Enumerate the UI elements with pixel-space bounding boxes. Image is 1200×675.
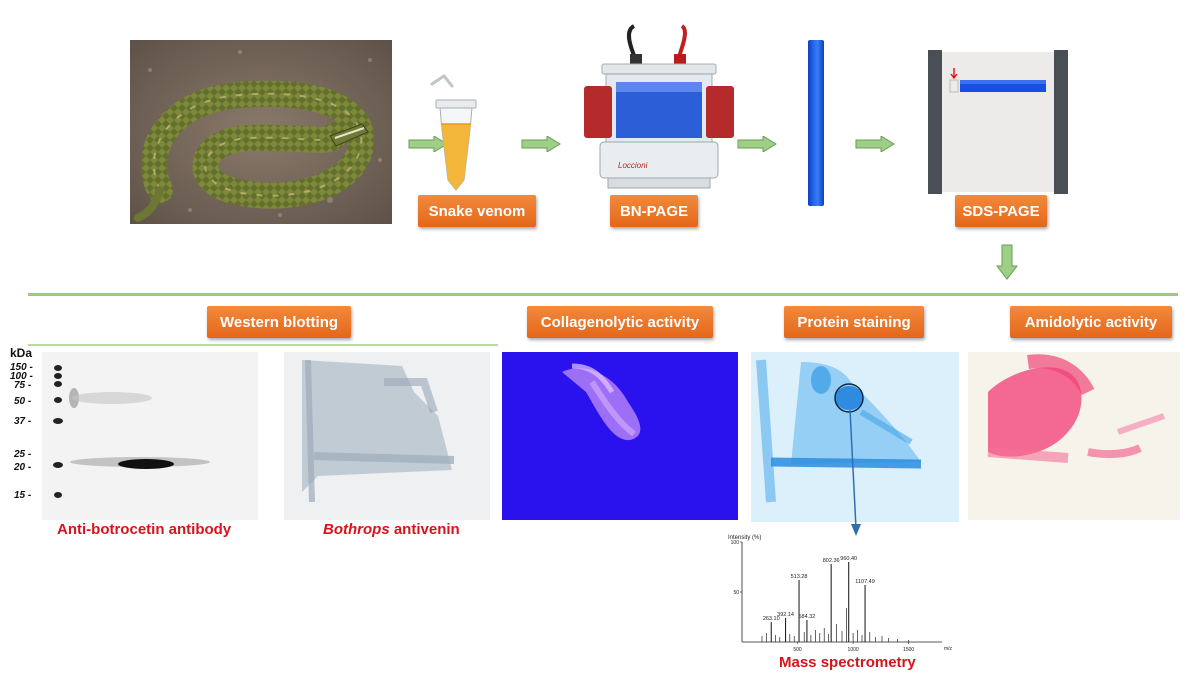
x-axis-label: m/z: [944, 646, 953, 652]
snake-photo: [130, 40, 392, 224]
antivenin-caption: Bothrops antivenin: [323, 521, 460, 538]
section-divider: [28, 293, 1178, 296]
sds-gel: [928, 50, 1068, 194]
ladder-marker: 150 -: [10, 362, 33, 373]
sds-page-label: SDS-PAGE: [955, 195, 1047, 227]
venom-tube: [426, 72, 486, 192]
arrow-right-icon: [408, 136, 448, 152]
ladder-marker: 20 -: [14, 462, 32, 473]
mass-spectrum: Intensity (%) m/z 500 1000 1500 100 50 263.1…: [728, 535, 953, 653]
antivenin-suffix: antivenin: [389, 521, 460, 538]
amidolytic-gel: [968, 352, 1180, 520]
collagenolytic-gel: [502, 352, 738, 520]
ladder-marker: 37 -: [14, 416, 32, 427]
device-brand: Loccioni: [618, 161, 648, 170]
y-tick-label: 100: [731, 540, 740, 546]
antivenin-blot: [284, 352, 490, 520]
ladder-marker: 50 -: [14, 396, 32, 407]
protein-staining-label: Protein staining: [784, 306, 924, 338]
x-tick-label: 1000: [848, 647, 859, 653]
peak-label: 263.10: [763, 616, 780, 622]
peak-label: 1107.49: [855, 579, 874, 585]
ladder-marker: 100 -: [10, 371, 33, 382]
amidolytic-label: Amidolytic activity: [1010, 306, 1172, 338]
western-blotting-label: Western blotting: [207, 306, 351, 338]
mass-spec-caption: Mass spectrometry: [779, 654, 916, 671]
peak-label: 802.36: [823, 558, 840, 564]
antivenin-genus: Bothrops: [323, 521, 390, 538]
x-tick-label: 1500: [903, 647, 914, 653]
electrophoresis-apparatus: Loccioni: [578, 22, 740, 194]
protein-staining-gel: [751, 352, 959, 522]
peak-label: 584.32: [799, 614, 816, 620]
kda-unit: kDa: [10, 346, 33, 360]
anti-botrocetin-blot: [42, 352, 258, 520]
peak-label: 960.40: [840, 556, 857, 562]
ladder-marker: 75 -: [14, 380, 32, 391]
arrow-right-icon: [855, 136, 895, 152]
ladder-marker: 15 -: [14, 490, 32, 501]
snake-venom-label: Snake venom: [418, 195, 536, 227]
western-underline: [28, 344, 498, 346]
ladder-marker: 25 -: [14, 449, 32, 460]
arrow-right-icon: [521, 136, 561, 152]
peak-label: 513.28: [791, 574, 808, 580]
collagenolytic-label: Collagenolytic activity: [527, 306, 713, 338]
spot-to-spectrum-arrow: [849, 410, 861, 536]
peak-label: 392.14: [777, 612, 794, 618]
y-axis-label: Intensity (%): [728, 535, 761, 541]
gel-strip: [808, 40, 824, 206]
bn-page-label: BN-PAGE: [610, 195, 698, 227]
arrow-down-icon: [996, 244, 1018, 280]
anti-botrocetin-caption: Anti-botrocetin antibody: [57, 521, 232, 538]
x-tick-label: 500: [793, 647, 802, 653]
arrow-right-icon: [737, 136, 777, 152]
y-tick-label: 50: [733, 590, 739, 596]
